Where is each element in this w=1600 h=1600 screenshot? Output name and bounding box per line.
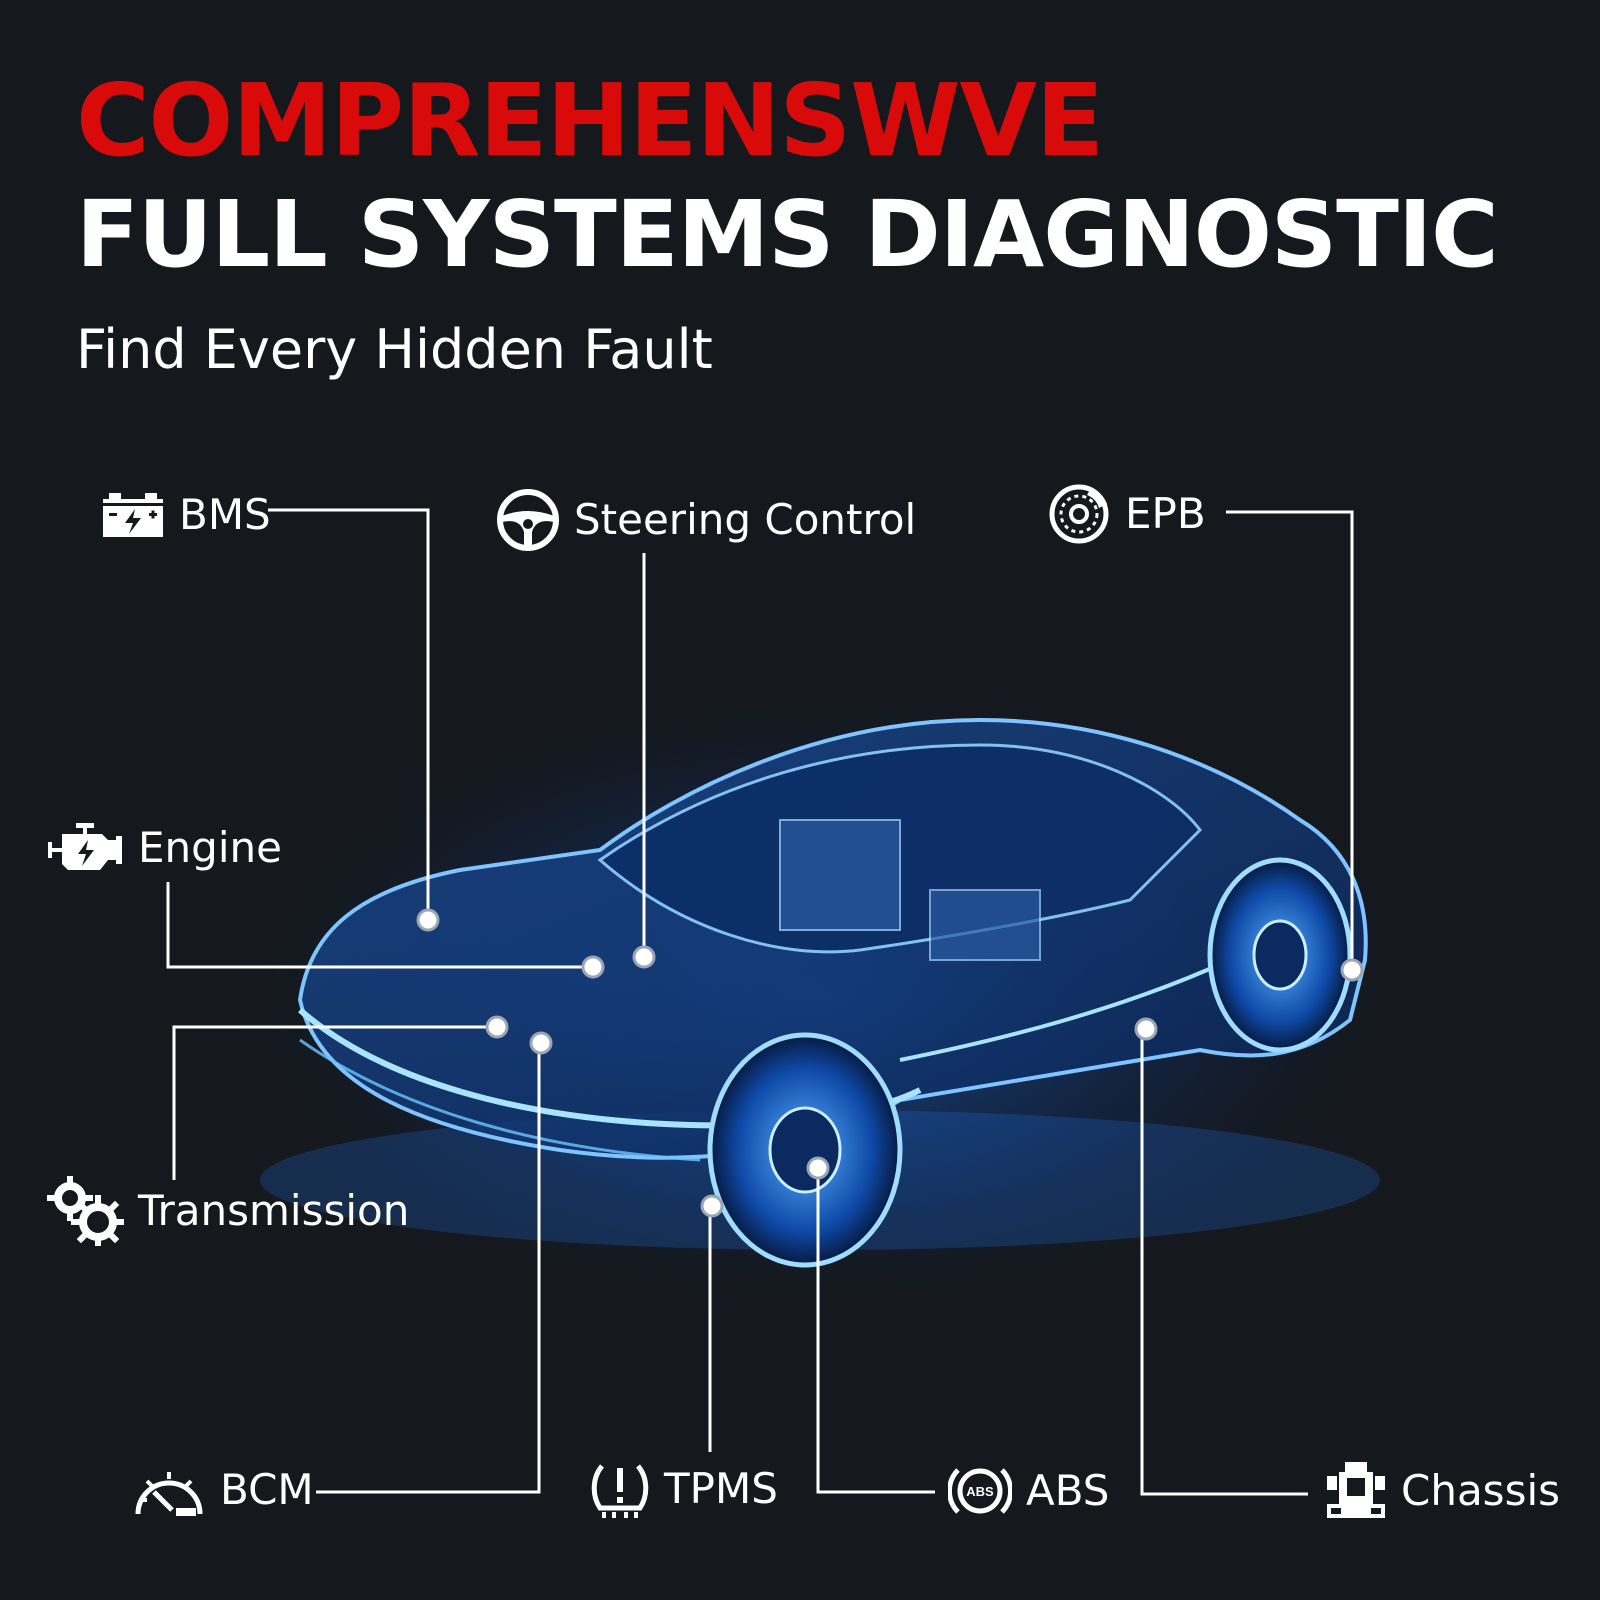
system-label-bms: BMS [101,490,271,540]
dot-engine [581,955,605,979]
system-label-text: BMS [179,490,271,539]
brake-disc-icon [1049,484,1109,544]
system-label-bcm: BCM [132,1462,314,1518]
chassis-icon [1327,1462,1385,1518]
subtitle: Find Every Hidden Fault [76,318,713,381]
line-abs [816,1168,935,1494]
line-bcm [316,1044,541,1494]
system-label-text: BCM [220,1465,314,1514]
engine-icon [48,823,122,870]
connector-lines [166,508,1354,1496]
system-label-text: ABS [1026,1466,1110,1515]
system-label-text: Engine [138,823,282,872]
tire-pressure-icon [591,1464,649,1518]
dot-transmission [485,1015,509,1039]
system-label-text: Chassis [1401,1466,1560,1515]
system-label-steering: Steering Control [496,488,916,552]
system-label-text: Transmission [138,1186,410,1235]
line-epb [1226,510,1354,968]
system-label-text: TPMS [664,1464,778,1513]
dot-epb [1340,958,1364,982]
dot-tpms [700,1194,724,1218]
headline-red: COMPREHENSWVE [76,62,1104,179]
abs-icon-glyph: ABS [966,1484,994,1499]
steering-wheel-icon [497,489,559,551]
dot-steering [632,945,656,969]
system-label-text: EPB [1125,489,1206,538]
line-bms [268,508,430,918]
system-label-tpms: TPMS [590,1460,778,1518]
dot-abs [806,1156,830,1180]
system-label-transmission: Transmission [46,1176,409,1246]
system-label-abs: ABS ABS [948,1462,1109,1520]
dot-bms [416,908,440,932]
headline-white: FULL SYSTEMS DIAGNOSTIC [76,181,1499,288]
system-label-engine: Engine [46,822,282,874]
system-label-epb: EPB [1047,482,1206,546]
system-label-chassis: Chassis [1325,1460,1560,1522]
speedometer-icon [135,1472,203,1516]
line-transmission [172,1025,497,1180]
system-label-text: Steering Control [574,495,917,544]
line-chassis [1140,1029,1308,1496]
dot-bcm [529,1031,553,1055]
battery-icon [103,493,163,537]
line-engine [166,882,593,969]
abs-icon: ABS [948,1468,1012,1514]
dot-chassis [1134,1017,1158,1041]
gears-icon [47,1176,124,1246]
hotspots [416,908,1364,1218]
